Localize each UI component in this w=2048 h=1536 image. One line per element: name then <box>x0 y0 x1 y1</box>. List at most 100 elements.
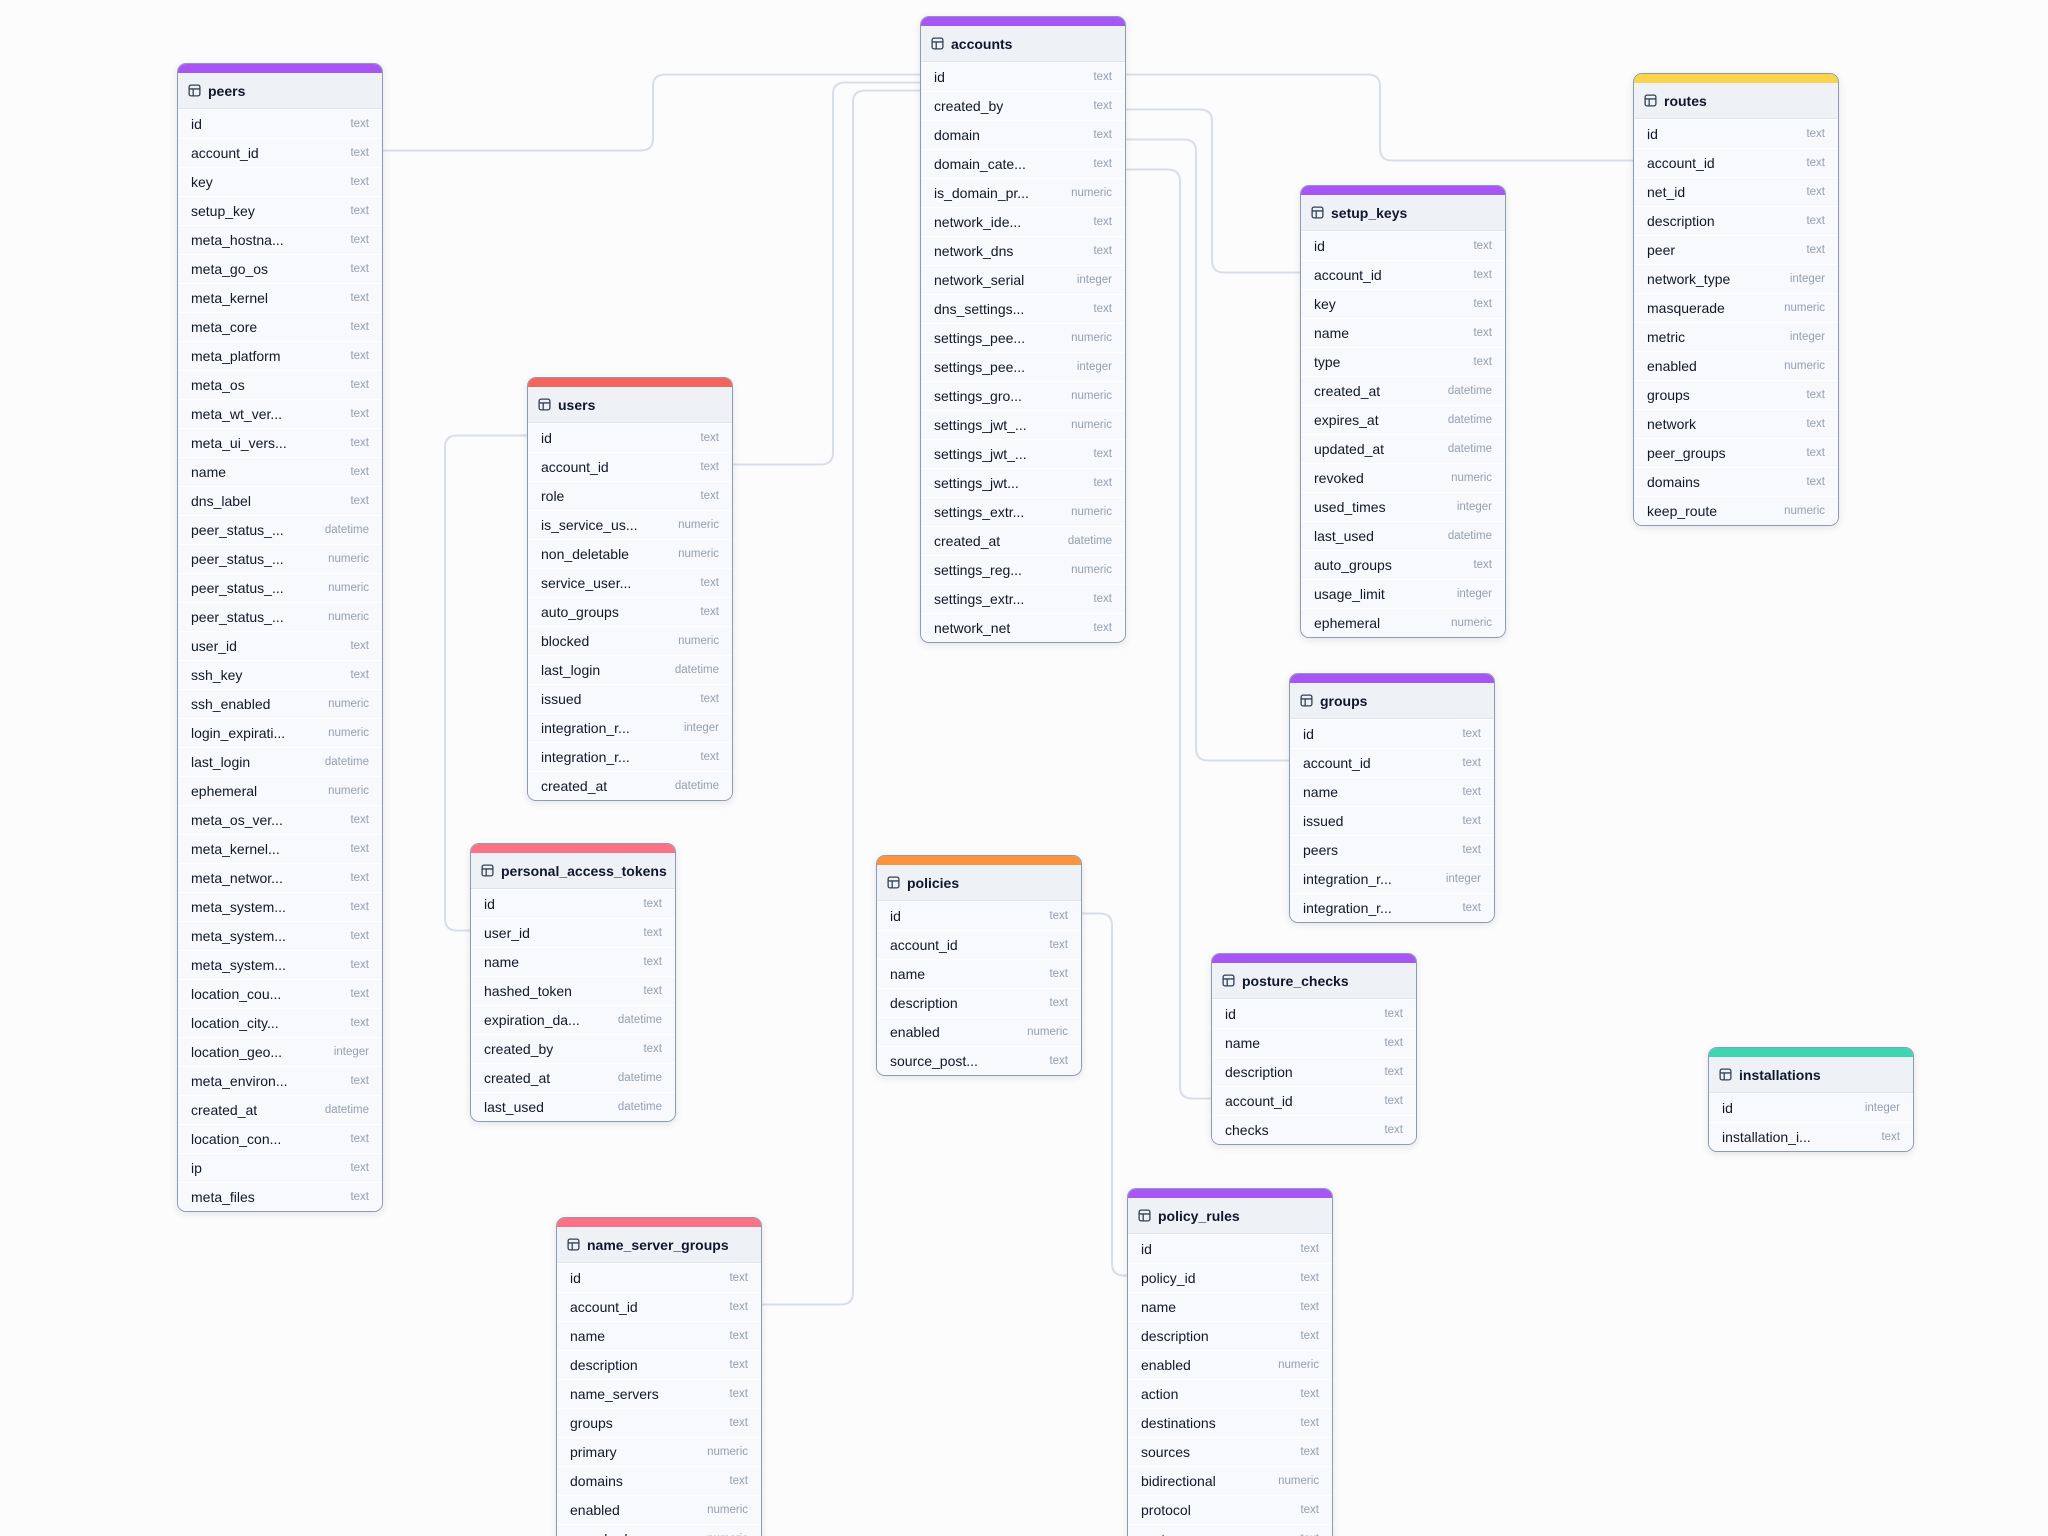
field-row[interactable]: meta_system...text <box>178 921 382 950</box>
table-header[interactable]: name_server_groups <box>557 1227 761 1263</box>
relationship-policies-policy_rules[interactable] <box>1082 912 1127 1277</box>
relationship-accounts-groups[interactable] <box>1126 138 1289 762</box>
field-row[interactable]: meta_networ...text <box>178 863 382 892</box>
table-header[interactable]: groups <box>1290 683 1494 719</box>
field-row[interactable]: search_doma...numeric <box>557 1524 761 1536</box>
field-row[interactable]: meta_ui_vers...text <box>178 428 382 457</box>
field-row[interactable]: peer_status_...datetime <box>178 515 382 544</box>
field-row[interactable]: installation_i...text <box>1709 1122 1913 1151</box>
field-row[interactable]: is_domain_pr...numeric <box>921 178 1125 207</box>
field-row[interactable]: meta_environ...text <box>178 1066 382 1095</box>
table-header[interactable]: routes <box>1634 83 1838 119</box>
relationship-accounts-setup_keys[interactable] <box>1126 108 1300 274</box>
relationship-personal_access_tokens-users[interactable] <box>444 434 527 932</box>
field-row[interactable]: integration_r...text <box>528 742 732 771</box>
table-header[interactable]: users <box>528 387 732 423</box>
field-row[interactable]: peer_status_...numeric <box>178 602 382 631</box>
relationship-peers-accounts[interactable] <box>383 73 920 152</box>
field-row[interactable]: integration_r...integer <box>528 713 732 742</box>
field-row[interactable]: integration_r...integer <box>1290 864 1494 893</box>
field-row[interactable]: dns_settings...text <box>921 294 1125 323</box>
field-row[interactable]: peer_status_...numeric <box>178 544 382 573</box>
field-row[interactable]: meta_kernel...text <box>178 834 382 863</box>
field-row[interactable]: settings_extr...text <box>921 584 1125 613</box>
field-row[interactable]: meta_os_ver...text <box>178 805 382 834</box>
field-row[interactable]: portstext <box>1128 1524 1332 1536</box>
field-row[interactable]: network_ide...text <box>921 207 1125 236</box>
field-row[interactable]: source_post...text <box>877 1046 1081 1075</box>
field-row[interactable]: settings_pee...integer <box>921 352 1125 381</box>
field-row[interactable]: meta_system...text <box>178 950 382 979</box>
field-row[interactable]: location_city...text <box>178 1008 382 1037</box>
table-header[interactable]: posture_checks <box>1212 963 1416 999</box>
field-row[interactable]: location_con...text <box>178 1124 382 1153</box>
table-header[interactable]: policy_rules <box>1128 1198 1332 1234</box>
table-header[interactable]: peers <box>178 73 382 109</box>
